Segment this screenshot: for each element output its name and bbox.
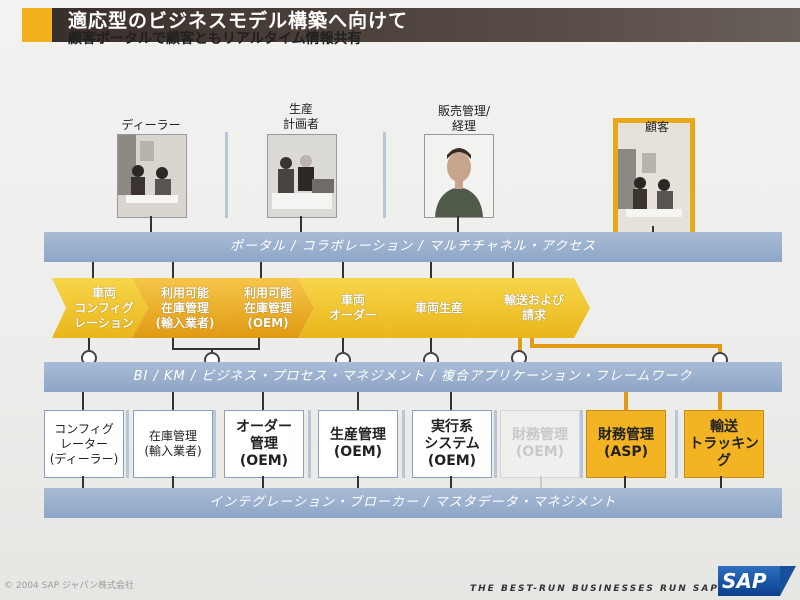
highlight-connector (624, 388, 628, 412)
role-label-customer: 顧客 (644, 120, 669, 134)
connector (172, 348, 260, 350)
connector (457, 216, 459, 234)
connector (624, 476, 626, 490)
connector (172, 392, 174, 410)
connector (262, 392, 264, 410)
connector (172, 476, 174, 490)
sap-logo-triangle (780, 566, 796, 596)
process-step-stock-oem: 利用可能 在庫管理 (OEM) (243, 285, 292, 330)
role-separator (383, 132, 386, 218)
chevron-shape-5 (384, 278, 486, 338)
photo-dealer (117, 134, 187, 218)
role-separator (225, 132, 228, 218)
connector (262, 476, 264, 490)
title-bar (52, 8, 800, 42)
connector (300, 216, 302, 234)
sap-logo-text: SAP (722, 569, 767, 593)
system-separator (675, 410, 678, 478)
connector (150, 216, 152, 234)
chevron-shape-1 (52, 278, 148, 338)
connector (652, 226, 654, 234)
connector (211, 348, 213, 354)
highlight-connector (530, 338, 534, 348)
system-separator (213, 410, 216, 478)
tagline-text: THE BEST-RUN BUSINESSES RUN SAP (470, 584, 719, 594)
connector (172, 262, 174, 278)
connector (342, 338, 344, 352)
system-finance-oem-ghost: 財務管理 (OEM) (500, 410, 580, 478)
system-finance-asp: 財務管理 (ASP) (586, 410, 666, 478)
connector (92, 262, 94, 278)
process-step-configuration: 車両 コンフィグ レーション (74, 285, 134, 330)
connector (258, 338, 260, 350)
connector (88, 338, 90, 352)
system-separator (126, 410, 129, 478)
connector (357, 392, 359, 410)
photo-sales (424, 134, 494, 218)
process-step-vehicle-production: 車両生産 (414, 300, 463, 315)
system-transport-tracking: 輸送 トラッキング (684, 410, 764, 478)
process-step-stock-importer: 利用可能 在庫管理 (輸入業者) (155, 285, 215, 330)
system-separator (494, 410, 497, 478)
connector (82, 392, 84, 410)
connector (82, 476, 84, 490)
connector (512, 262, 514, 278)
role-label-sales: 販売管理/ 経理 (437, 104, 491, 133)
slide-title: 適応型のビジネスモデル構築へ向けて (68, 10, 409, 32)
photo-planner (267, 134, 337, 218)
connector (430, 338, 432, 352)
process-step-transport-billing: 輸送および 請求 (503, 293, 564, 322)
title-accent-block (22, 8, 52, 42)
highlight-connector (530, 344, 722, 348)
connector (172, 338, 174, 350)
connector (430, 262, 432, 278)
system-production-management-oem: 生産管理 (OEM) (318, 410, 398, 478)
chevron-shape-6 (470, 278, 590, 338)
chevron-shape-3 (214, 278, 314, 338)
connector (450, 392, 452, 410)
system-separator (402, 410, 405, 478)
system-execution-oem: 実行系 システム (OEM) (412, 410, 492, 478)
system-separator (580, 410, 583, 478)
highlight-connector (718, 344, 722, 356)
chevron-shape-4 (298, 278, 400, 338)
connector (450, 476, 452, 490)
connector (540, 476, 542, 490)
connector (260, 262, 262, 278)
system-stock-importer: 在庫管理 (輸入業者) (133, 410, 213, 478)
system-order-management-oem: オーダー 管理 (OEM) (224, 410, 304, 478)
system-separator (308, 410, 311, 478)
slide-subtitle: 顧客ポータルで顧客ともリアルタイム情報共有 (68, 31, 362, 47)
highlight-connector (518, 338, 522, 354)
role-label-planner: 生産 計画者 (282, 102, 319, 131)
connector (720, 476, 722, 490)
framework-band: BI / KM / ビジネス・プロセス・マネジメント / 複合アプリケーション・… (44, 362, 782, 392)
sap-logo (718, 566, 780, 596)
process-step-vehicle-order: 車両 オーダー (328, 293, 377, 322)
connector (342, 262, 344, 278)
copyright-text: © 2004 SAP ジャパン株式会社 (4, 581, 134, 591)
chevron-shape-2 (132, 278, 230, 338)
connector (357, 476, 359, 490)
system-configurator-dealer: コンフィグ レーター (ディーラー) (44, 410, 124, 478)
integration-band: インテグレーション・ブローカー / マスタデータ・マネジメント (44, 488, 782, 518)
portal-band: ポータル / コラボレーション / マルチチャネル・アクセス (44, 232, 782, 262)
role-label-dealer: ディーラー (121, 118, 181, 132)
